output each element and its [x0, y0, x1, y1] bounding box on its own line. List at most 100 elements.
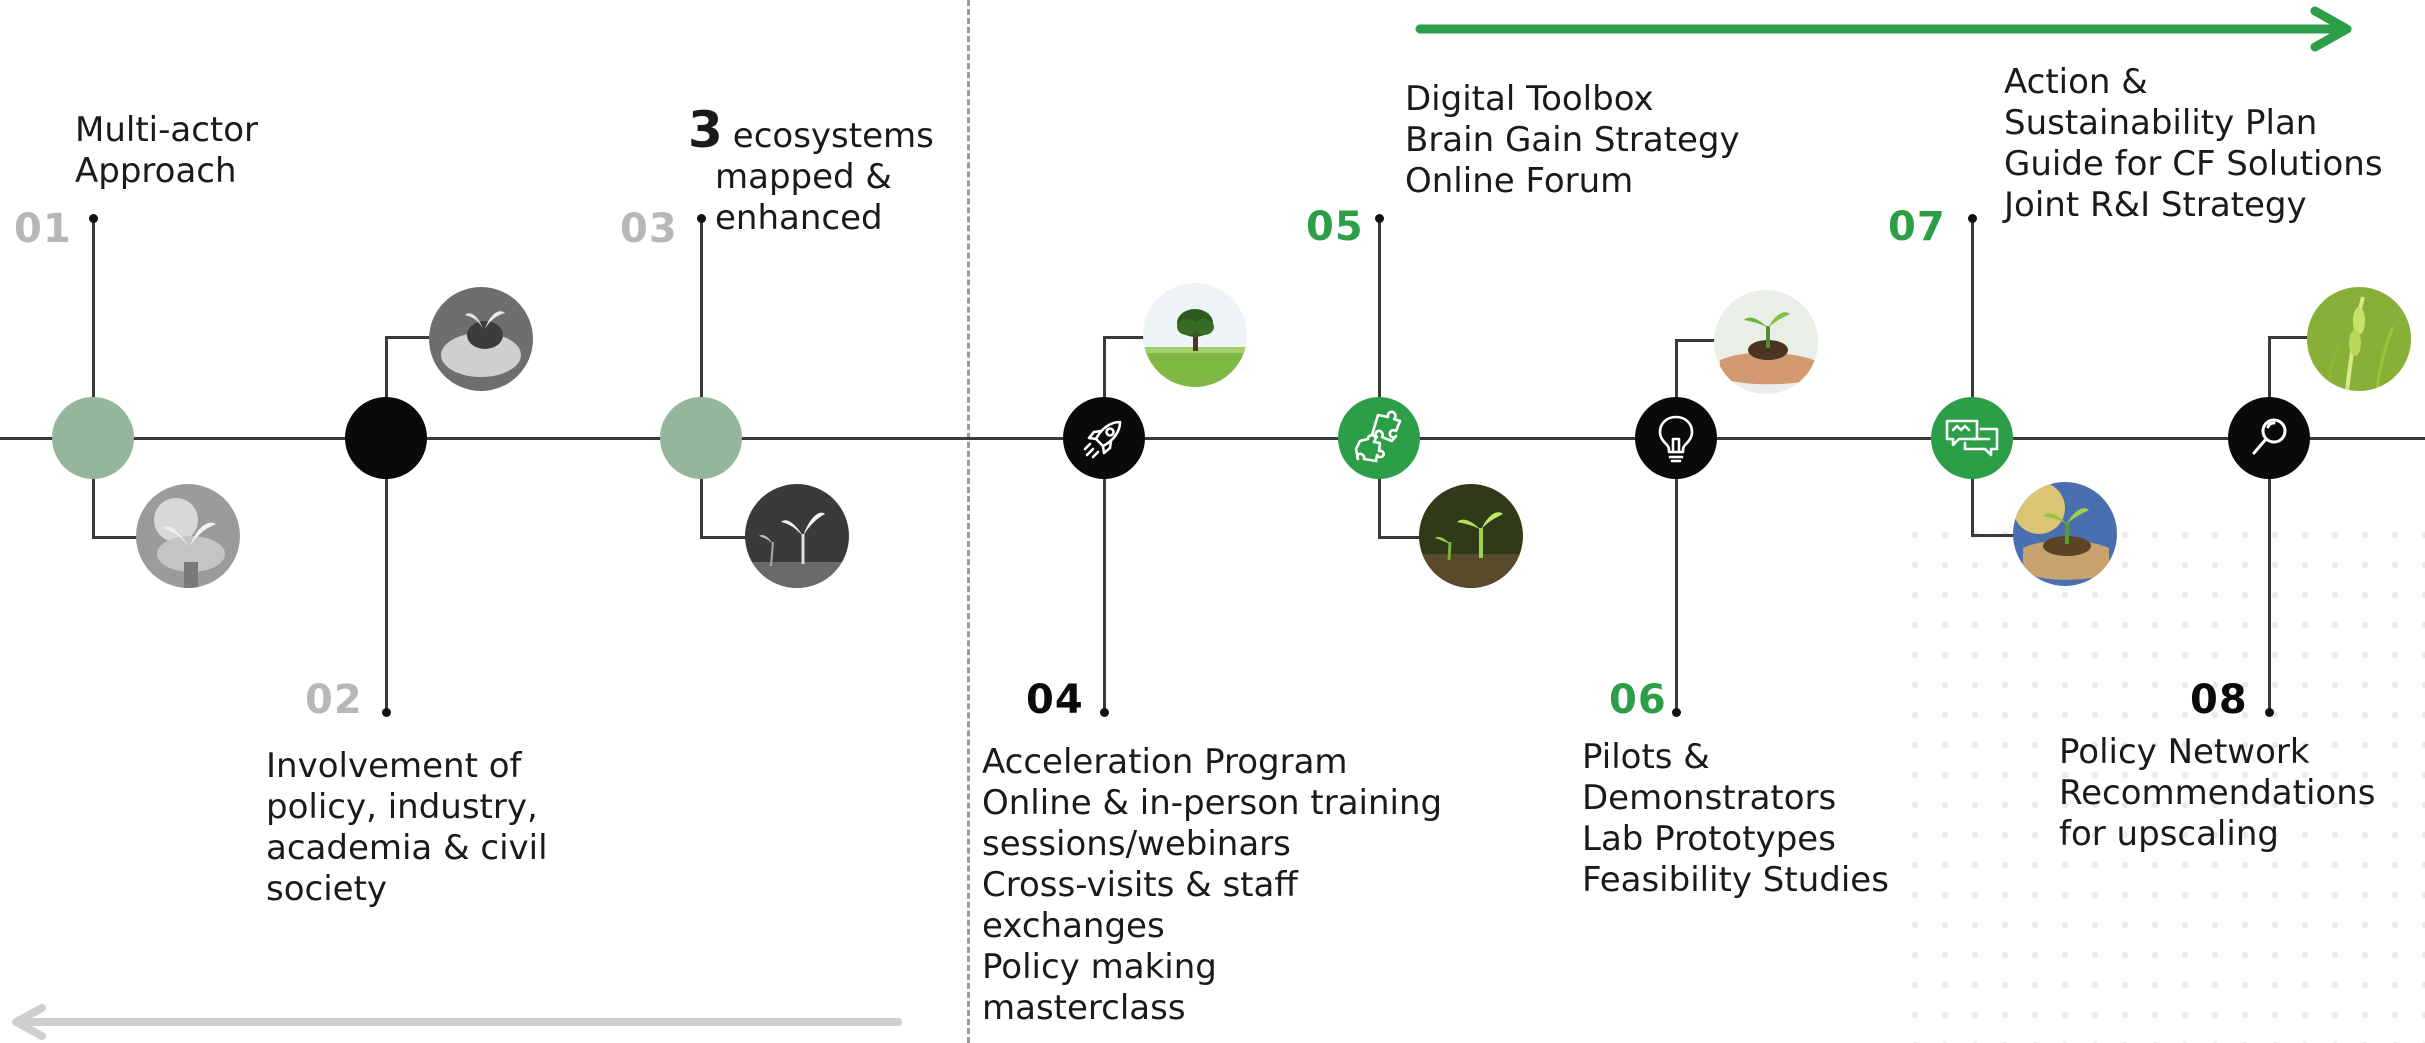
connector [1378, 218, 1381, 398]
photo-cupped-hands-bw [429, 287, 533, 391]
connector [1675, 341, 1678, 398]
connector-dot [89, 214, 98, 223]
back-arrow [12, 1004, 902, 1040]
step-number: 05 [1306, 204, 1364, 250]
ecosystem-count: 3 [688, 101, 723, 159]
step-03-node [660, 397, 742, 479]
connector [1103, 338, 1106, 398]
step-02-text: Involvement of policy, industry, academi… [266, 746, 548, 910]
text-line: Sustainability Plan [2004, 103, 2318, 143]
photo-seedlings-bw [745, 484, 849, 588]
connector [2268, 338, 2271, 398]
text-line: for upscaling [2059, 814, 2279, 854]
connector [1103, 336, 1147, 339]
text-line: Online Forum [1405, 161, 1634, 201]
photo-green-wheat [2307, 287, 2411, 391]
forward-arrow [1415, 6, 2352, 52]
connector-dot [697, 214, 706, 223]
connector [92, 478, 95, 539]
text-line: mapped & [715, 157, 892, 197]
text-line: Action & [2004, 62, 2148, 102]
photo-hands-plant-bw [136, 484, 240, 588]
photo-sprouts-soil [1419, 484, 1523, 588]
connector-dot [1968, 214, 1977, 223]
connector [1103, 478, 1106, 711]
connector-dot [382, 708, 391, 717]
step-08-text: Policy Network Recommendations for upsca… [2059, 732, 2375, 855]
step-number: 06 [1609, 677, 1667, 723]
step-number: 04 [1026, 677, 1084, 723]
text-line: Feasibility Studies [1582, 860, 1889, 900]
text-line: Joint R&I Strategy [2004, 185, 2307, 225]
photo-hands-soil-sunlight [2013, 482, 2117, 586]
text-line: society [266, 869, 388, 909]
rocket-icon [1083, 420, 1122, 459]
step-06-text: Pilots & Demonstrators Lab Prototypes Fe… [1582, 737, 1889, 901]
text-line: Guide for CF Solutions [2004, 144, 2383, 184]
connector-dot [2265, 708, 2274, 717]
text-line: Cross-visits & staff [982, 865, 1298, 905]
text-line: Pilots & [1582, 737, 1710, 777]
phase-divider [967, 0, 970, 1043]
connector [1971, 478, 1974, 537]
connector [700, 536, 748, 539]
connector [700, 478, 703, 539]
connector [385, 336, 431, 339]
dot-pattern-background [1900, 520, 2425, 1043]
text-line: Demonstrators [1582, 778, 1837, 818]
connector [1971, 218, 1974, 398]
lightbulb-icon [1658, 415, 1694, 463]
connector [1675, 478, 1678, 711]
text-line: academia & civil [266, 828, 548, 868]
connector [1675, 339, 1719, 342]
text-line: Policy Network [2059, 732, 2310, 772]
text-line: Digital Toolbox [1405, 79, 1654, 119]
text-line: Policy making [982, 947, 1217, 987]
chat-bubbles-icon [1945, 419, 1999, 457]
step-number: 01 [14, 206, 72, 252]
connector [1378, 478, 1381, 539]
puzzle-icon [1354, 410, 1402, 463]
photo-hand-seedling [1714, 290, 1818, 394]
step-number: 02 [305, 677, 363, 723]
text-line: Brain Gain Strategy [1405, 120, 1740, 160]
connector [385, 338, 388, 398]
text-line: Approach [75, 151, 237, 191]
step-04-node [1063, 397, 1145, 479]
step-06-node [1635, 397, 1717, 479]
connector [2268, 478, 2271, 711]
connector [92, 536, 137, 539]
step-05-node [1338, 397, 1420, 479]
step-number: 03 [620, 206, 678, 252]
connector [1971, 534, 2016, 537]
timeline-axis [0, 437, 2425, 440]
connector [385, 478, 388, 711]
step-07-node [1931, 397, 2013, 479]
text-line: masterclass [982, 988, 1186, 1028]
text-line: policy, industry, [266, 787, 538, 827]
text-line: Online & in-person training [982, 783, 1443, 823]
magnifier-icon [2252, 418, 2287, 455]
step-05-text: Digital Toolbox Brain Gain Strategy Onli… [1405, 79, 1740, 202]
text-line: exchanges [982, 906, 1165, 946]
connector [1378, 536, 1423, 539]
text-line: Acceleration Program [982, 742, 1348, 782]
step-07-text: Action & Sustainability Plan Guide for C… [2004, 62, 2383, 226]
step-01-node [52, 397, 134, 479]
text-line: Lab Prototypes [1582, 819, 1836, 859]
step-number: 08 [2190, 677, 2248, 723]
step-08-node [2228, 397, 2310, 479]
step-01-text: Multi-actor Approach [75, 110, 258, 192]
text-line: Multi-actor [75, 110, 259, 150]
text-line: Recommendations [2059, 773, 2376, 813]
text-line: ecosystems [732, 116, 934, 156]
connector-dot [1672, 708, 1681, 717]
photo-tree-field [1143, 283, 1247, 387]
step-02-node [345, 397, 427, 479]
connector [2268, 336, 2311, 339]
connector [92, 218, 95, 398]
step-number: 07 [1888, 204, 1946, 250]
text-line: enhanced [715, 198, 883, 238]
